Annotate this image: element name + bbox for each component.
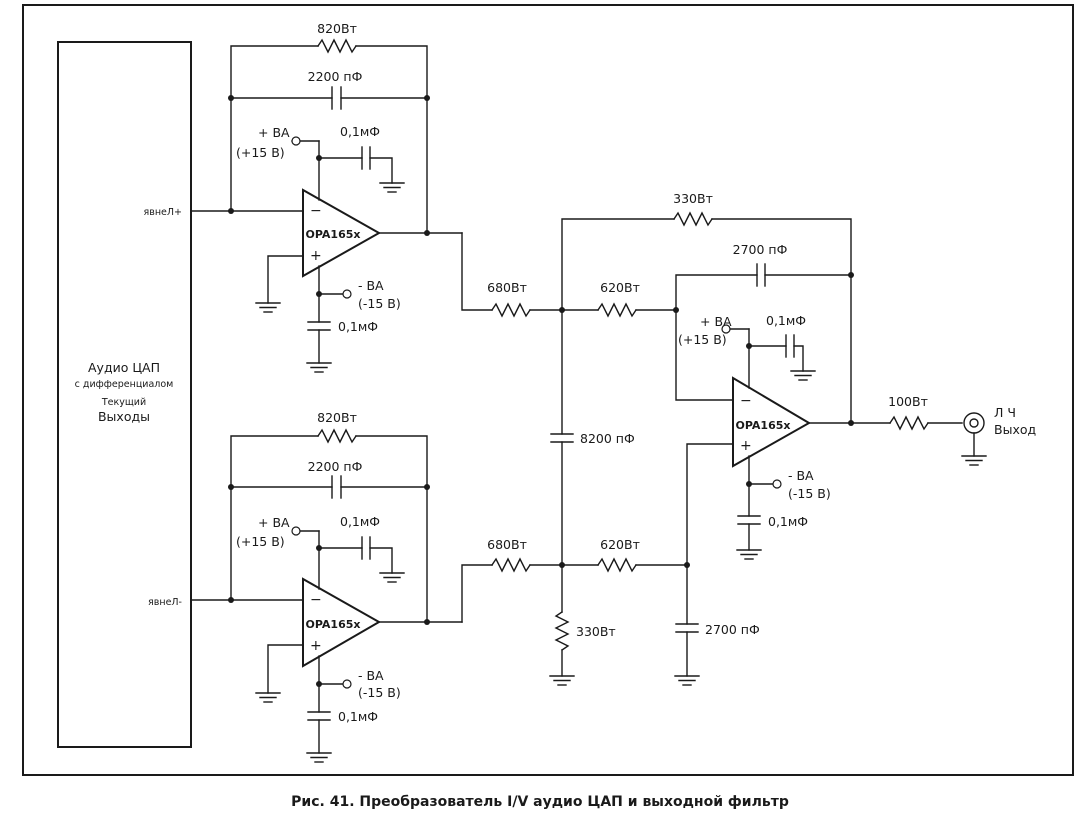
dac-title: Аудио ЦАП xyxy=(88,360,160,375)
label-c-2700-feedback: 2700 пФ xyxy=(733,242,788,257)
label-r-620-bottom: 620Вт xyxy=(600,537,640,552)
figure-caption: Рис. 41. Преобразователь I/V аудио ЦАП и… xyxy=(291,794,789,810)
iv-stage-bottom: 820Вт 2200 пФ OPA165x − + + ВA (+15 В) 0… xyxy=(190,410,463,763)
supply-pos-filter: + ВA xyxy=(700,314,732,329)
label-r-330-feedback: 330Вт xyxy=(673,191,713,206)
label-r-820-bottom: 820Вт xyxy=(317,410,357,425)
opamp-bottom xyxy=(302,577,382,668)
resistor-330-shunt xyxy=(554,611,570,651)
supply-pos-top-v: (+15 В) xyxy=(236,145,285,160)
output-label-line2: Выход xyxy=(994,422,1036,437)
label-r-820-top: 820Вт xyxy=(317,21,357,36)
opamp-top xyxy=(302,188,382,278)
output-jack-icon xyxy=(961,412,987,466)
resistor-620-top xyxy=(597,302,637,318)
supply-pos-bottom: + ВA xyxy=(258,515,290,530)
resistor-620-bottom xyxy=(597,557,637,573)
opamp-filter-minus: − xyxy=(740,393,752,409)
terminal-vneg-filter xyxy=(772,479,782,489)
terminal-vpos-top xyxy=(291,136,301,146)
dac-pin-positive: явнеЛ+ xyxy=(144,207,182,218)
opamp-bottom-label: OPA165x xyxy=(306,618,361,631)
resistor-100-output xyxy=(889,415,929,431)
supply-pos-bottom-v: (+15 В) xyxy=(236,534,285,549)
dac-outputs: Выходы xyxy=(98,409,150,424)
label-r-620-top: 620Вт xyxy=(600,280,640,295)
opamp-top-minus: − xyxy=(310,203,322,219)
label-r-680-top: 680Вт xyxy=(487,280,527,295)
label-c-8200: 8200 пФ xyxy=(580,431,635,446)
opamp-top-plus: + xyxy=(310,248,322,264)
resistor-680-bottom xyxy=(491,557,531,573)
terminal-vneg-top xyxy=(342,289,352,299)
label-c-dec-neg-top: 0,1мФ xyxy=(338,319,378,334)
supply-neg-top: - ВA xyxy=(358,278,384,293)
dac-block: Аудио ЦАП с дифференциалом Текущий Выход… xyxy=(57,41,192,748)
opamp-top-label: OPA165x xyxy=(306,228,361,241)
supply-neg-filter-v: (-15 В) xyxy=(788,486,831,501)
resistor-820-top xyxy=(317,38,357,54)
label-c-2700-shunt: 2700 пФ xyxy=(705,622,760,637)
label-c-2200-top: 2200 пФ xyxy=(308,69,363,84)
resistor-680-top xyxy=(491,302,531,318)
supply-neg-bottom: - ВA xyxy=(358,668,384,683)
opamp-filter-label: OPA165x xyxy=(736,419,791,432)
label-c-2200-bottom: 2200 пФ xyxy=(308,459,363,474)
terminal-vpos-bottom xyxy=(291,526,301,536)
terminal-vneg-bottom xyxy=(342,679,352,689)
resistor-820-bottom xyxy=(317,428,357,444)
label-r-680-bottom: 680Вт xyxy=(487,537,527,552)
label-c-dec-pos-bottom: 0,1мФ xyxy=(340,514,380,529)
dac-pin-negative: явнеЛ- xyxy=(148,597,182,608)
supply-neg-filter: - ВA xyxy=(788,468,814,483)
terminal-vpos-filter xyxy=(721,324,731,334)
resistor-330-feedback xyxy=(673,211,713,227)
output-filter: 680Вт 620Вт 330Вт 2700 пФ 8200 пФ 680Вт xyxy=(461,191,1036,686)
label-c-dec-neg-filter: 0,1мФ xyxy=(768,514,808,529)
iv-stage-top: 820Вт 2200 пФ OPA165x − + + ВA (+15 В) 0… xyxy=(190,21,463,373)
label-c-dec-neg-bottom: 0,1мФ xyxy=(338,709,378,724)
output-label-line1: Л Ч xyxy=(994,405,1016,420)
label-r-100-output: 100Вт xyxy=(888,394,928,409)
supply-neg-top-v: (-15 В) xyxy=(358,296,401,311)
circuit-schematic: Аудио ЦАП с дифференциалом Текущий Выход… xyxy=(22,4,1074,776)
opamp-bottom-minus: − xyxy=(310,592,322,608)
dac-current: Текущий xyxy=(101,397,146,408)
supply-pos-top: + ВA xyxy=(258,125,290,140)
supply-pos-filter-v: (+15 В) xyxy=(678,332,727,347)
label-c-dec-pos-filter: 0,1мФ xyxy=(766,313,806,328)
opamp-bottom-plus: + xyxy=(310,638,322,654)
label-r-330-shunt: 330Вт xyxy=(576,624,616,639)
opamp-filter xyxy=(732,376,811,468)
opamp-filter-plus: + xyxy=(740,438,752,454)
diagram-frame xyxy=(22,4,1074,776)
supply-neg-bottom-v: (-15 В) xyxy=(358,685,401,700)
label-c-dec-pos-top: 0,1мФ xyxy=(340,124,380,139)
dac-subtitle: с дифференциалом xyxy=(75,379,174,390)
